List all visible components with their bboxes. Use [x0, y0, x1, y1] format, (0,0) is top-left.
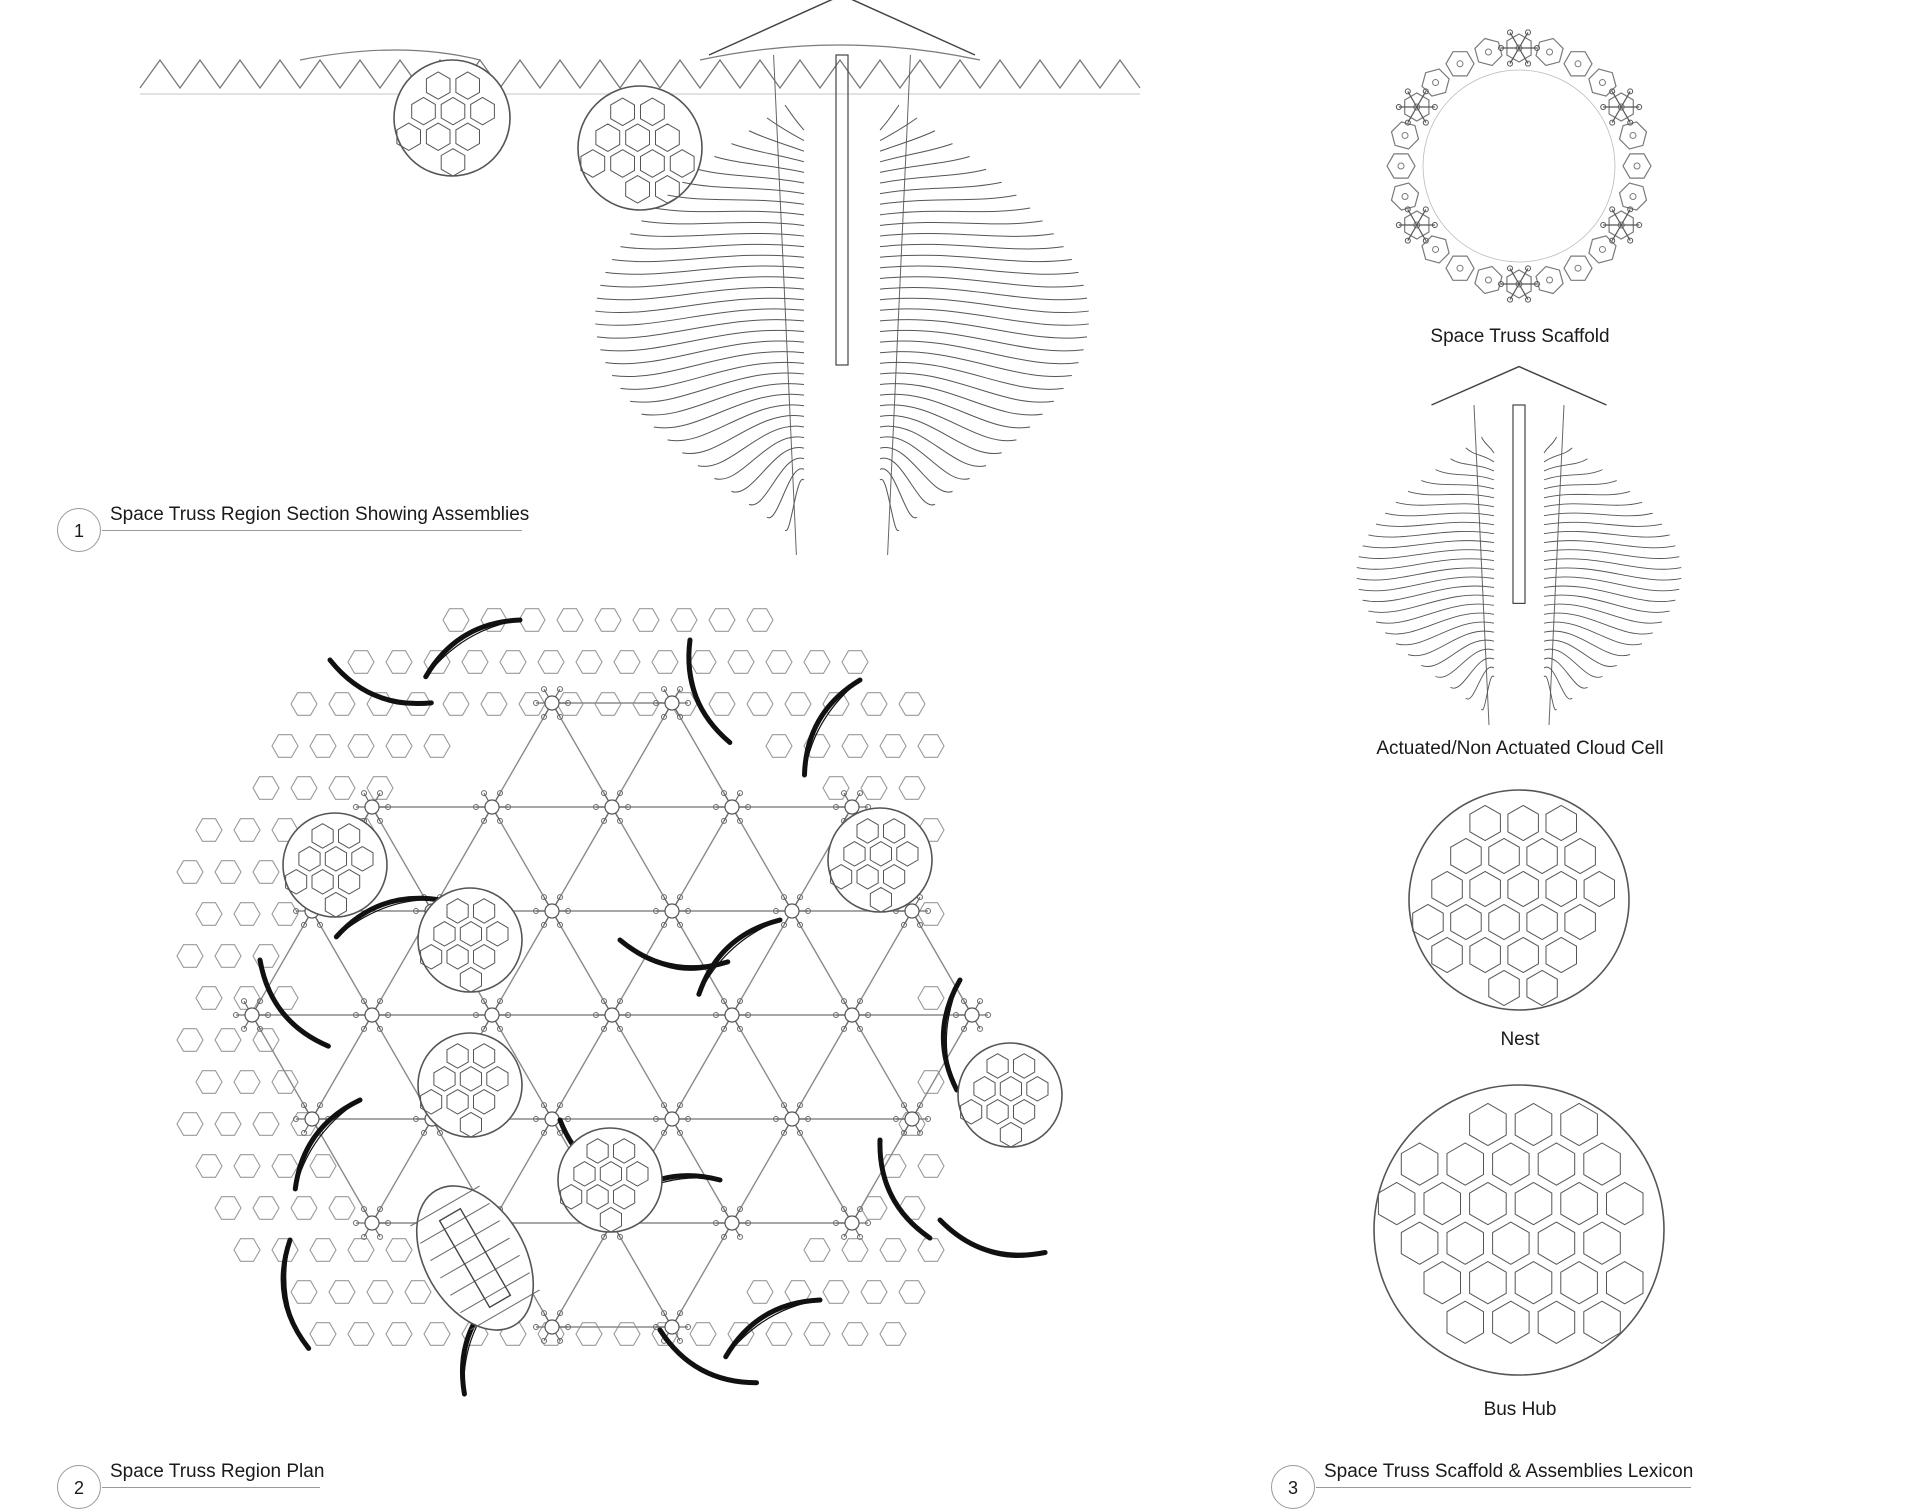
section-cloud-cell	[595, 0, 1089, 556]
panel-2-underline	[102, 1487, 320, 1488]
scaffold-illustration	[1386, 29, 1652, 303]
section-nest	[393, 59, 511, 177]
panel-3-underline	[1316, 1487, 1691, 1488]
panel-2-number: 2	[57, 1465, 101, 1509]
cloud-cell-illustration	[1356, 365, 1682, 726]
truss-zigzag	[139, 58, 1141, 90]
panel-1-title: Space Truss Region Section Showing Assem…	[110, 504, 530, 525]
caption-scaffold: Space Truss Scaffold	[1430, 326, 1610, 347]
panel-1-underline	[102, 530, 522, 531]
panel-1-number: 1	[57, 508, 101, 552]
caption-bus-hub: Bus Hub	[1483, 1399, 1557, 1420]
section-drawing	[139, 0, 1141, 556]
panel-3-number: 3	[1271, 1465, 1315, 1509]
panel-2-title: Space Truss Region Plan	[110, 1461, 325, 1482]
caption-cloud-cell: Actuated/Non Actuated Cloud Cell	[1376, 738, 1664, 759]
caption-nest: Nest	[1500, 1029, 1540, 1050]
section-nest	[577, 85, 703, 211]
plan-drawing	[176, 608, 1063, 1397]
bus-hub-illustration	[1373, 1084, 1665, 1376]
panel-3-title: Space Truss Scaffold & Assemblies Lexico…	[1324, 1461, 1694, 1482]
nest-illustration	[1408, 789, 1630, 1011]
